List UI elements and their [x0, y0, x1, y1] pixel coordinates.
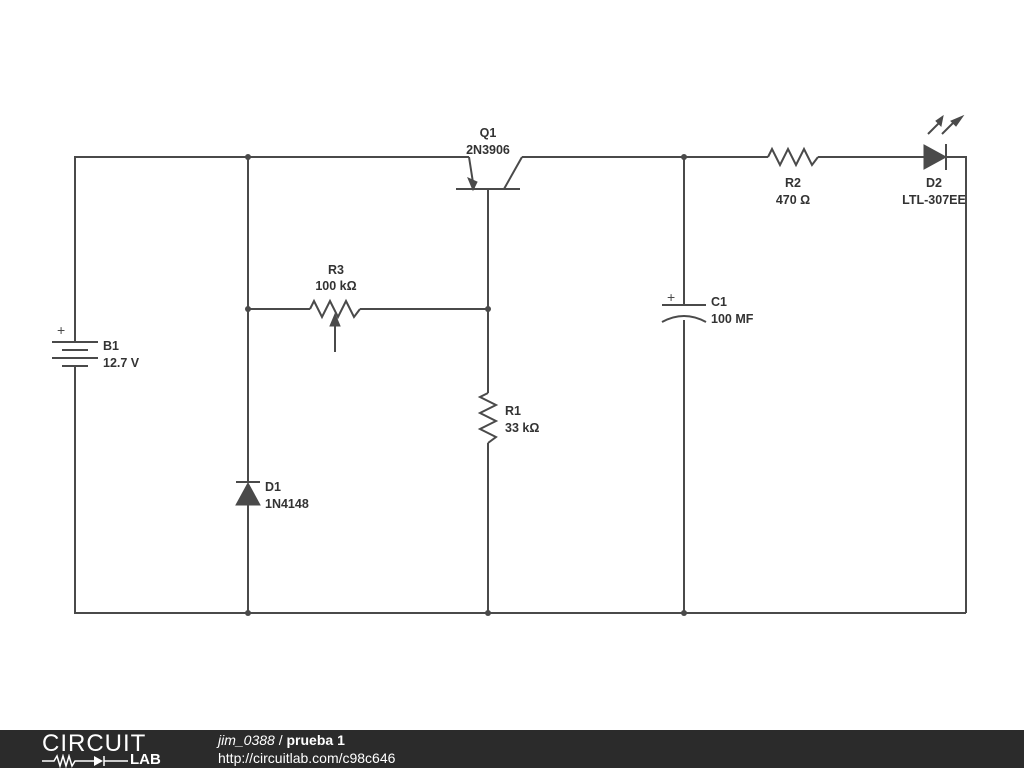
junctions [245, 154, 687, 616]
battery-b1[interactable]: + B1 12.7 V [52, 322, 140, 370]
circuit-schematic: + B1 12.7 V D1 1N4148 R3 100 kΩ Q1 2N390… [52, 114, 967, 616]
r3-value-label: 100 kΩ [315, 279, 356, 293]
q1-ref-label: Q1 [480, 126, 497, 140]
d2-value-label: LTL-307EE [902, 193, 966, 207]
circuit-url-link[interactable]: http://circuitlab.com/c98c646 [218, 750, 396, 766]
wires [74, 156, 967, 614]
wiper-arrow [329, 312, 341, 327]
r1-ref-label: R1 [505, 404, 521, 418]
r2-ref-label: R2 [785, 176, 801, 190]
d1-value-label: 1N4148 [265, 497, 309, 511]
polarity-plus: + [57, 322, 65, 338]
d1-ref-label: D1 [265, 480, 281, 494]
emitter-arrow [467, 177, 478, 192]
led-d2[interactable]: D2 LTL-307EE [902, 114, 966, 207]
b1-value-label: 12.7 V [103, 356, 140, 370]
resistor-zigzag [477, 392, 499, 444]
logo-circuit-wave-icon [42, 754, 128, 768]
capacitor-c1[interactable]: + C1 100 MF [661, 289, 754, 326]
logo-text-circuit: CIRCUIT [42, 730, 147, 757]
junction-dot [245, 154, 251, 160]
junction-dot [485, 306, 491, 312]
capacitor-plate-curved [661, 315, 707, 323]
footer-bar: CIRCUIT LAB jim_0388 / prueba 1 http://c… [0, 730, 1024, 768]
resistor-r2[interactable]: R2 470 Ω [767, 146, 819, 207]
c1-value-label: 100 MF [711, 312, 754, 326]
junction-dot [245, 610, 251, 616]
r1-value-label: 33 kΩ [505, 421, 539, 435]
diode-d1[interactable]: D1 1N4148 [235, 480, 309, 511]
circuit-title: prueba 1 [286, 732, 345, 748]
transistor-q1[interactable]: Q1 2N3906 [456, 126, 523, 192]
path-separator: / [274, 732, 287, 748]
resistor-zigzag [309, 298, 361, 320]
circuitlab-logo[interactable]: CIRCUIT LAB [42, 732, 177, 768]
junction-dot [681, 154, 687, 160]
r3-ref-label: R3 [328, 263, 344, 277]
transistor-collector-lead [503, 156, 523, 190]
q1-value-label: 2N3906 [466, 143, 510, 157]
wire-right-return [946, 156, 967, 613]
owner-username-link[interactable]: jim_0388 [218, 732, 275, 748]
junction-dot [485, 610, 491, 616]
light-emission-arrows-icon [927, 114, 965, 135]
junction-dot [245, 306, 251, 312]
wire-bottom [74, 366, 966, 614]
d2-ref-label: D2 [926, 176, 942, 190]
c1-ref-label: C1 [711, 295, 727, 309]
diode-triangle [235, 481, 261, 506]
junction-dot [681, 610, 687, 616]
potentiometer-r3[interactable]: R3 100 kΩ [309, 263, 361, 352]
led-triangle [923, 144, 948, 170]
resistor-zigzag [767, 146, 819, 168]
polarity-plus: + [667, 289, 675, 305]
wire-top-left [74, 156, 469, 342]
logo-text-lab: LAB [130, 751, 161, 768]
b1-ref-label: B1 [103, 339, 119, 353]
circuit-owner-title: jim_0388 / prueba 1 [218, 732, 345, 749]
r2-value-label: 470 Ω [776, 193, 810, 207]
resistor-r1[interactable]: R1 33 kΩ [477, 392, 539, 444]
